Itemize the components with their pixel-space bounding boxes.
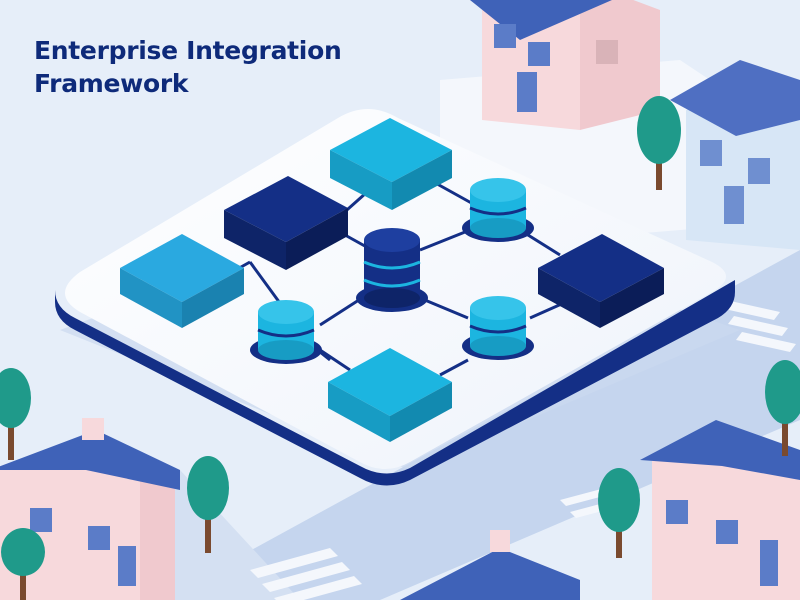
database-icon-top-right <box>462 178 534 242</box>
module-block-navy-right <box>538 234 664 328</box>
module-block-bottom <box>328 348 452 442</box>
module-block-navy-left <box>224 176 348 270</box>
crosswalk-right <box>720 300 796 352</box>
tree-bottom-right <box>598 468 640 558</box>
crosswalk-bottom <box>250 548 362 600</box>
tree-right <box>765 360 800 456</box>
tree-top <box>637 96 681 190</box>
database-icon-left <box>250 300 322 364</box>
database-icon-center <box>356 228 428 312</box>
title-line-2: Framework <box>34 69 189 98</box>
house-bottom-right <box>640 420 800 600</box>
tree-bottom-corner <box>1 528 45 600</box>
tree-bottom-left <box>187 456 229 553</box>
house-top-right <box>670 60 800 250</box>
title-line-1: Enterprise Integration <box>34 36 342 65</box>
tree-left <box>0 368 31 460</box>
page-title: Enterprise Integration Framework <box>34 34 342 100</box>
module-block-top <box>330 118 452 210</box>
house-bottom-center <box>400 530 580 600</box>
database-icon-right <box>462 296 534 360</box>
module-block-left <box>120 234 244 328</box>
